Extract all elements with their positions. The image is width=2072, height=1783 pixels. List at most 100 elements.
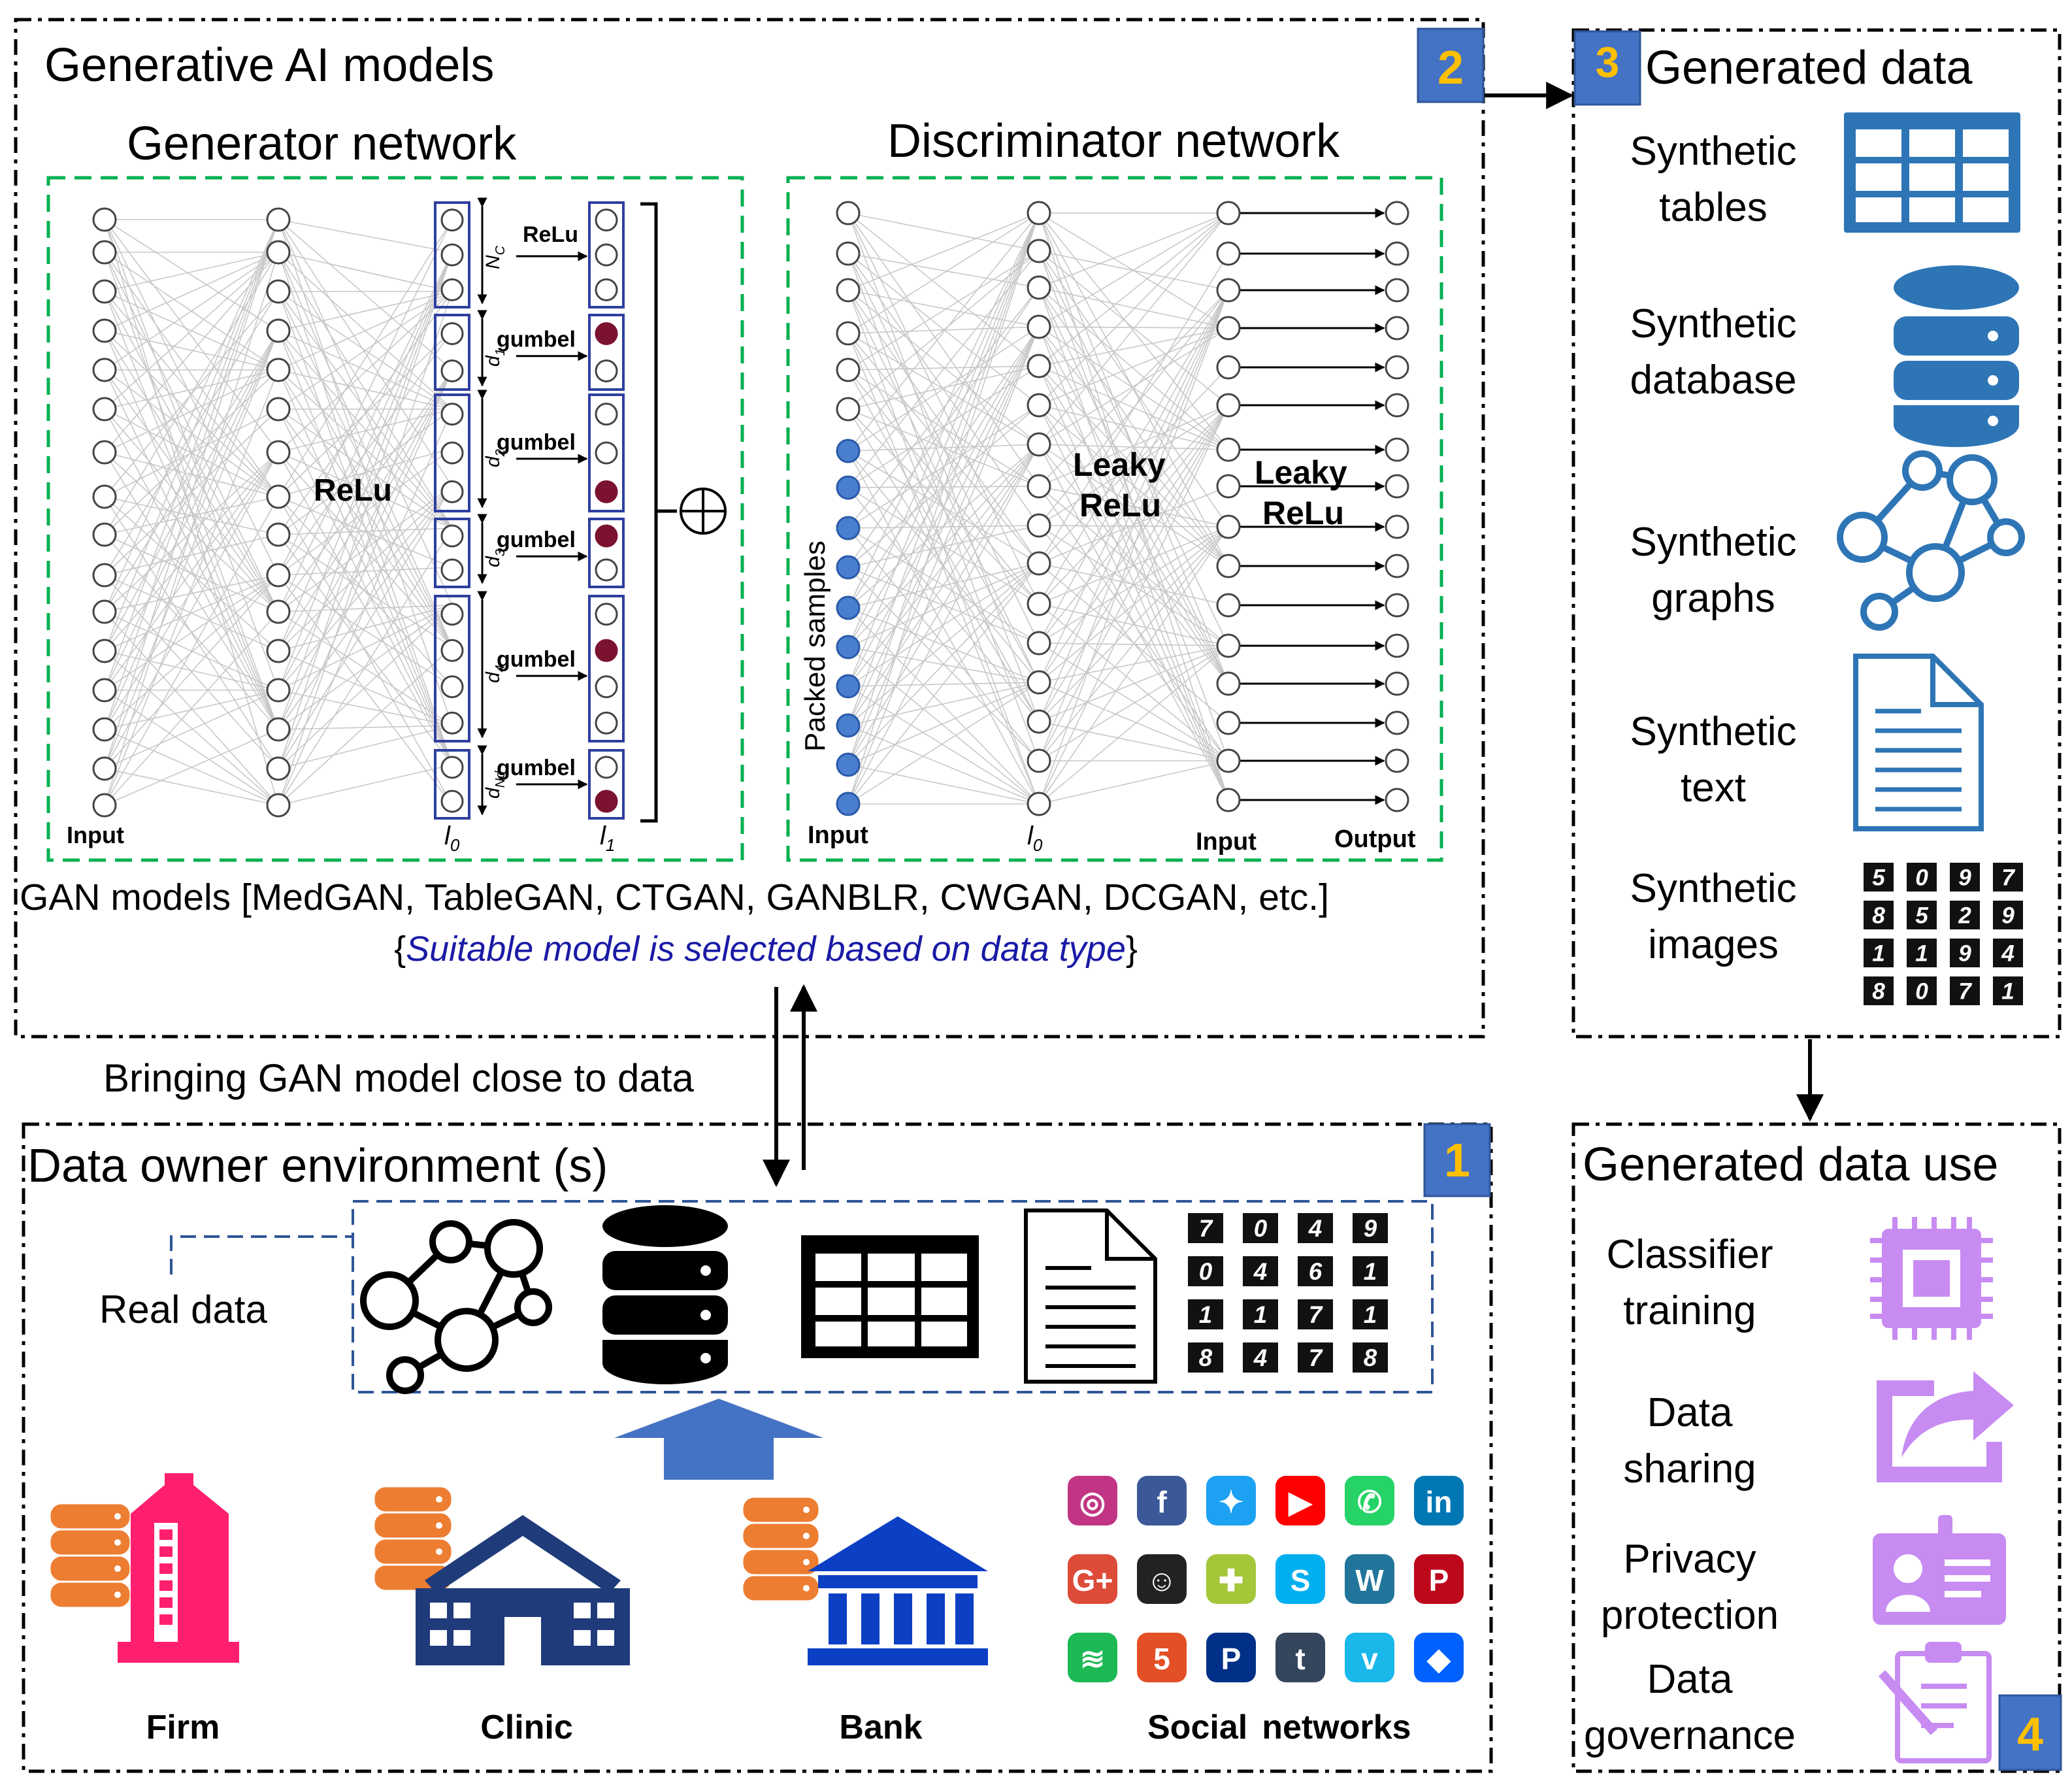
android-icon bbox=[1206, 1554, 1256, 1604]
digit-glyph: 7 bbox=[2001, 865, 2015, 890]
pinterest-icon bbox=[1414, 1554, 1464, 1604]
disc-input-node bbox=[836, 397, 861, 422]
input-node bbox=[92, 678, 117, 703]
hidden-node bbox=[266, 358, 291, 382]
social-glyph: S bbox=[1291, 1563, 1311, 1597]
social-glyph: ✆ bbox=[1357, 1485, 1383, 1519]
use-item-label: Data bbox=[1647, 1390, 1733, 1435]
digit-glyph: 0 bbox=[1254, 1215, 1268, 1242]
id-card-icon bbox=[1873, 1515, 2006, 1625]
packed-sample-node bbox=[836, 439, 861, 463]
social-glyph: 5 bbox=[1153, 1642, 1170, 1676]
disc-input2-node bbox=[1216, 278, 1241, 303]
l1-node bbox=[595, 359, 618, 382]
l0-node bbox=[440, 208, 464, 232]
digit-glyph: 0 bbox=[1915, 978, 1928, 1004]
gumbel-node bbox=[595, 524, 618, 548]
disc-output-node bbox=[1385, 788, 1409, 812]
disc-hidden-node bbox=[1027, 432, 1051, 457]
packed-sample-node bbox=[836, 595, 861, 620]
disc-input2-node bbox=[1216, 633, 1241, 658]
digit-tile bbox=[1864, 976, 1894, 1005]
disc-hidden-node bbox=[1027, 393, 1051, 418]
l1-node bbox=[595, 711, 618, 735]
generated-item-label: Synthetic bbox=[1630, 709, 1796, 754]
l0-node bbox=[440, 403, 464, 426]
hidden-node bbox=[266, 318, 291, 343]
input-node bbox=[92, 240, 117, 265]
disc-output-label: Output bbox=[1334, 825, 1416, 853]
disc-input2-node bbox=[1216, 201, 1241, 225]
digit-tile bbox=[1950, 863, 1980, 892]
l1-node bbox=[595, 403, 618, 426]
disc-input2-node bbox=[1216, 710, 1241, 735]
segment-label: dNd bbox=[482, 771, 508, 799]
packed-sample-node bbox=[836, 792, 861, 816]
gumbel-label: gumbel bbox=[497, 527, 576, 552]
l1-block bbox=[588, 201, 625, 308]
digit-tile bbox=[1188, 1342, 1223, 1373]
disc-input-node bbox=[836, 321, 861, 346]
digit-tile bbox=[1243, 1256, 1278, 1286]
l0-block bbox=[434, 595, 470, 742]
digit-glyph: 7 bbox=[1199, 1215, 1213, 1242]
digit-glyph: 8 bbox=[1872, 978, 1885, 1004]
generator-bracket bbox=[640, 202, 658, 823]
digit-tile bbox=[1188, 1256, 1223, 1286]
generated-item-label: graphs bbox=[1651, 576, 1775, 621]
social-glyph: f bbox=[1157, 1485, 1167, 1519]
digit-tile bbox=[1950, 939, 1980, 967]
twitter-icon bbox=[1206, 1476, 1256, 1525]
disc-input2-node bbox=[1216, 355, 1241, 380]
hidden-node bbox=[266, 397, 291, 422]
digit-tile bbox=[1353, 1299, 1388, 1329]
generated-item-label: Synthetic bbox=[1630, 520, 1796, 565]
digit-glyph: 9 bbox=[2001, 903, 2014, 928]
disc-input2-node bbox=[1216, 316, 1241, 341]
digit-glyph: 8 bbox=[1364, 1344, 1377, 1371]
social-glyph: G+ bbox=[1072, 1563, 1113, 1597]
source-clinic: Clinic bbox=[480, 1708, 573, 1746]
digit-tile bbox=[1907, 976, 1937, 1005]
input-node bbox=[92, 793, 117, 818]
digit-glyph: 4 bbox=[2001, 941, 2014, 966]
packed-sample-node bbox=[836, 674, 861, 699]
l0-node bbox=[440, 603, 464, 626]
digit-glyph: 9 bbox=[1958, 941, 1971, 966]
disc-input-label: Input bbox=[808, 822, 868, 849]
gan-models-list: GAN models [MedGAN, TableGAN, CTGAN, GAN… bbox=[20, 876, 1329, 918]
bank-icon bbox=[741, 1495, 988, 1665]
document-icon bbox=[1853, 654, 1984, 831]
owner-title: Data owner environment (s) bbox=[27, 1140, 608, 1192]
disc-hidden-node bbox=[1027, 275, 1051, 300]
digit-tile bbox=[1907, 901, 1937, 929]
l0-node bbox=[440, 322, 464, 345]
l1-node bbox=[595, 603, 618, 626]
disc-output-node bbox=[1385, 437, 1409, 462]
generator-edges bbox=[104, 219, 453, 806]
l1-node bbox=[595, 243, 618, 267]
generated-item-label: Synthetic bbox=[1630, 129, 1796, 174]
skype-icon bbox=[1275, 1554, 1325, 1604]
segment-label: d4 bbox=[482, 665, 508, 683]
badge-3: 3 bbox=[1573, 30, 1641, 106]
generated-item-label: Synthetic bbox=[1630, 866, 1796, 911]
digit-glyph: 5 bbox=[1872, 865, 1885, 890]
digit-tile bbox=[1907, 863, 1937, 892]
gumbel-label: gumbel bbox=[497, 756, 576, 780]
disc-hidden-node bbox=[1027, 513, 1051, 538]
social-glyph: ≋ bbox=[1080, 1642, 1106, 1676]
digit-glyph: 7 bbox=[1309, 1344, 1323, 1371]
packed-sample-node bbox=[836, 713, 861, 738]
disc-l0-label: l0 bbox=[1027, 822, 1043, 855]
discriminator-nodes bbox=[836, 201, 1409, 816]
svg-text:2: 2 bbox=[1438, 42, 1464, 94]
disc-leaky-label-1: Leaky bbox=[1073, 446, 1166, 483]
digit-glyph: 7 bbox=[1958, 978, 1972, 1004]
gumbel-node bbox=[595, 639, 618, 662]
packed-sample-node bbox=[836, 475, 861, 500]
generator-l0-label: l0 bbox=[444, 822, 460, 855]
